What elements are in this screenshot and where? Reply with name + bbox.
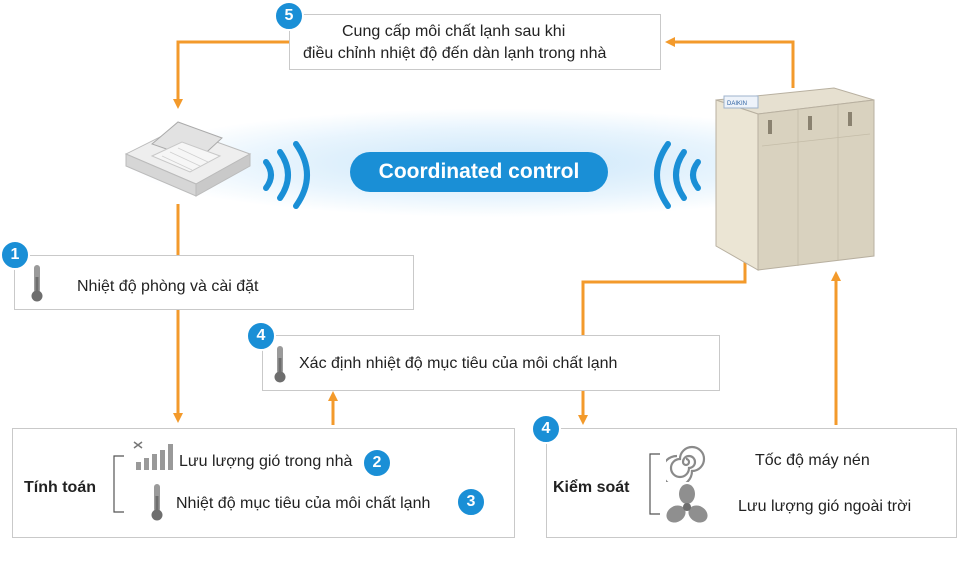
control-title: Kiểm soát <box>553 479 630 496</box>
calc-item1-text: Lưu lượng gió trong nhà <box>179 453 353 470</box>
control-bracket <box>649 453 660 515</box>
step5-line1: Cung cấp môi chất lạnh sau khi <box>342 23 566 40</box>
indoor-fan-speed-icon <box>133 441 173 470</box>
calc-item2-text: Nhiệt độ mục tiêu của môi chất lạnh <box>176 495 431 512</box>
thermometer-icon <box>274 346 286 383</box>
step1-text: Nhiệt độ phòng và cài đặt <box>77 278 259 295</box>
control-item1-text: Tốc độ máy nén <box>755 452 870 469</box>
signal-waves-right-icon <box>654 141 701 209</box>
step4-target-badge: 4 <box>246 321 276 351</box>
indoor-cassette-unit <box>124 121 252 197</box>
arrow-target-to-outdoor <box>581 247 750 335</box>
arrow-outdoor-to-5 <box>665 37 795 88</box>
outdoor-fan-icon <box>666 484 708 523</box>
step5-line2: điều chỉnh nhiệt độ đến dàn lạnh trong n… <box>303 45 607 62</box>
signal-waves-left-icon <box>263 141 310 209</box>
calc-item2-badge: 3 <box>456 487 486 517</box>
control-badge: 4 <box>531 414 561 444</box>
outdoor-vrv-unit: DAIKIN <box>715 87 875 271</box>
thermometer-icon <box>31 265 43 302</box>
step1-box <box>14 255 414 310</box>
step1-badge: 1 <box>0 240 30 270</box>
coordinated-control-label: Coordinated control <box>350 152 608 192</box>
step5-box <box>289 14 661 70</box>
thermometer-icon <box>151 484 163 521</box>
control-item2-text: Lưu lượng gió ngoài trời <box>738 498 912 515</box>
calc-title: Tính toán <box>24 479 96 496</box>
arrow-5-to-indoor <box>173 40 290 109</box>
step5-badge: 5 <box>274 1 304 31</box>
svg-text:DAIKIN: DAIKIN <box>727 101 747 107</box>
control-box <box>546 428 957 538</box>
calc-item1-badge: 2 <box>362 448 392 478</box>
step4-target-text: Xác định nhiệt độ mục tiêu của môi chất … <box>299 355 618 372</box>
calc-box <box>12 428 515 538</box>
compressor-icon <box>666 445 706 482</box>
step4-target-box <box>262 335 720 391</box>
calc-bracket <box>113 455 124 513</box>
